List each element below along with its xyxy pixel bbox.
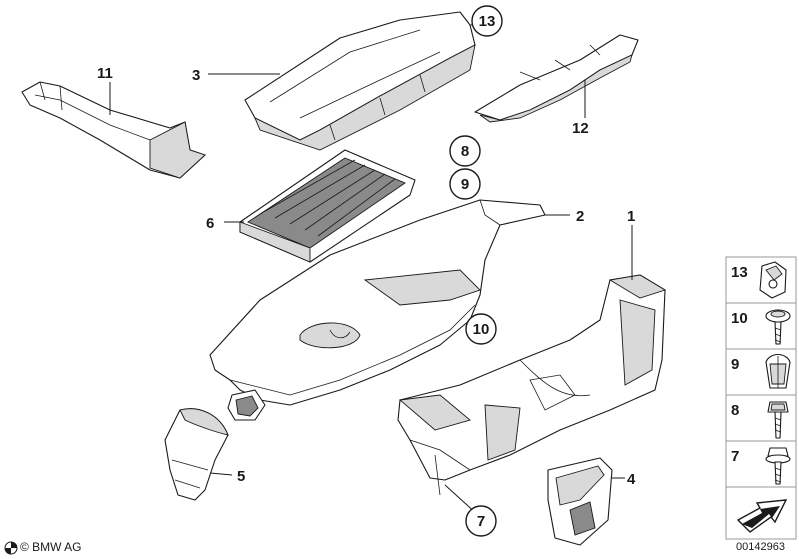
callout-9: 9	[461, 176, 469, 193]
callout-10-circle: 10	[465, 313, 497, 345]
clip-nut-icon	[759, 261, 787, 299]
legend-label-10: 10	[731, 310, 748, 327]
expanding-nut-icon	[765, 353, 791, 389]
callout-12: 12	[572, 120, 589, 137]
part-1-duct	[397, 274, 667, 496]
part-2-housing	[209, 199, 546, 421]
part-11-bracket	[21, 81, 206, 179]
callout-4: 4	[627, 471, 636, 488]
part-12-bracket	[474, 34, 639, 123]
hex-bolt-icon	[767, 401, 789, 439]
bmw-logo-icon	[4, 541, 18, 555]
callout-2: 2	[576, 208, 584, 225]
legend-label-8: 8	[731, 402, 739, 419]
diagram-id-text: 00142963	[736, 541, 785, 553]
legend-label-7: 7	[731, 448, 739, 465]
callout-6: 6	[206, 215, 214, 232]
callout-7-circle: 7	[465, 505, 497, 537]
legend-label-13: 13	[731, 264, 748, 281]
callout-10: 10	[473, 321, 490, 338]
hex-bolt-washer-icon	[765, 447, 791, 485]
direction-arrow-icon	[736, 499, 788, 533]
callout-13: 13	[479, 13, 496, 30]
copyright-text: © BMW AG	[20, 540, 82, 554]
callout-8-circle: 8	[449, 135, 481, 167]
callout-11: 11	[97, 65, 113, 82]
callout-3: 3	[192, 67, 200, 84]
part-6-filter	[239, 149, 416, 263]
callout-13-circle: 13	[471, 5, 503, 37]
legend-label-9: 9	[731, 356, 739, 373]
part-3-cover	[244, 11, 476, 151]
part-5-connector	[164, 408, 229, 501]
callout-1: 1	[627, 208, 635, 225]
fastener-legend: 13 10 9 8 7	[725, 256, 797, 540]
callout-7: 7	[477, 513, 485, 530]
callout-8: 8	[461, 143, 469, 160]
callout-5: 5	[237, 468, 245, 485]
callout-9-circle: 9	[449, 168, 481, 200]
screw-washer-icon	[765, 309, 791, 345]
part-4-duct	[547, 457, 613, 546]
